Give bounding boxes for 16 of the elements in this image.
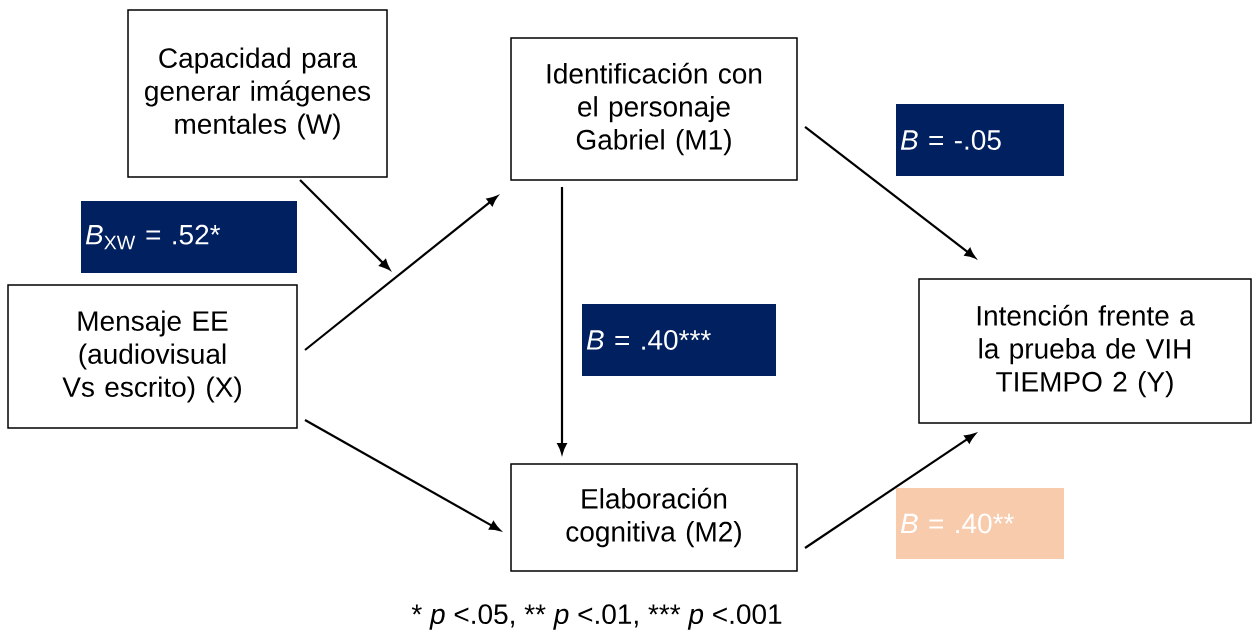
variable-box: Identificación con el personaje Gabriel (M1) [510,37,798,181]
arrow [304,195,498,351]
arrow [304,419,501,531]
arrow [557,187,567,454]
coefficient-box: B = .40*** [582,304,776,376]
arrow [299,179,391,271]
variable-box: Mensaje EE (audiovisual Vs escrito) (X) [7,284,298,429]
arrow [804,126,976,259]
coefficient-box: B = -.05 [896,104,1064,176]
coefficient-box: B$_{XW}$ = .52* [81,201,297,273]
variable-box: Intención frente a la prueba de VIH TIEMPO 2 (Y) [918,278,1252,424]
coefficient-box: B = .40** [896,488,1064,559]
arrow [804,433,976,549]
variable-box: Elaboración cognitiva (M2) [510,463,798,572]
variable-box: Capacidad para generar imágenes mentales (W) [127,9,388,178]
footnote: *p <.05, ** p <.01, *** p <.001 [411,604,782,630]
